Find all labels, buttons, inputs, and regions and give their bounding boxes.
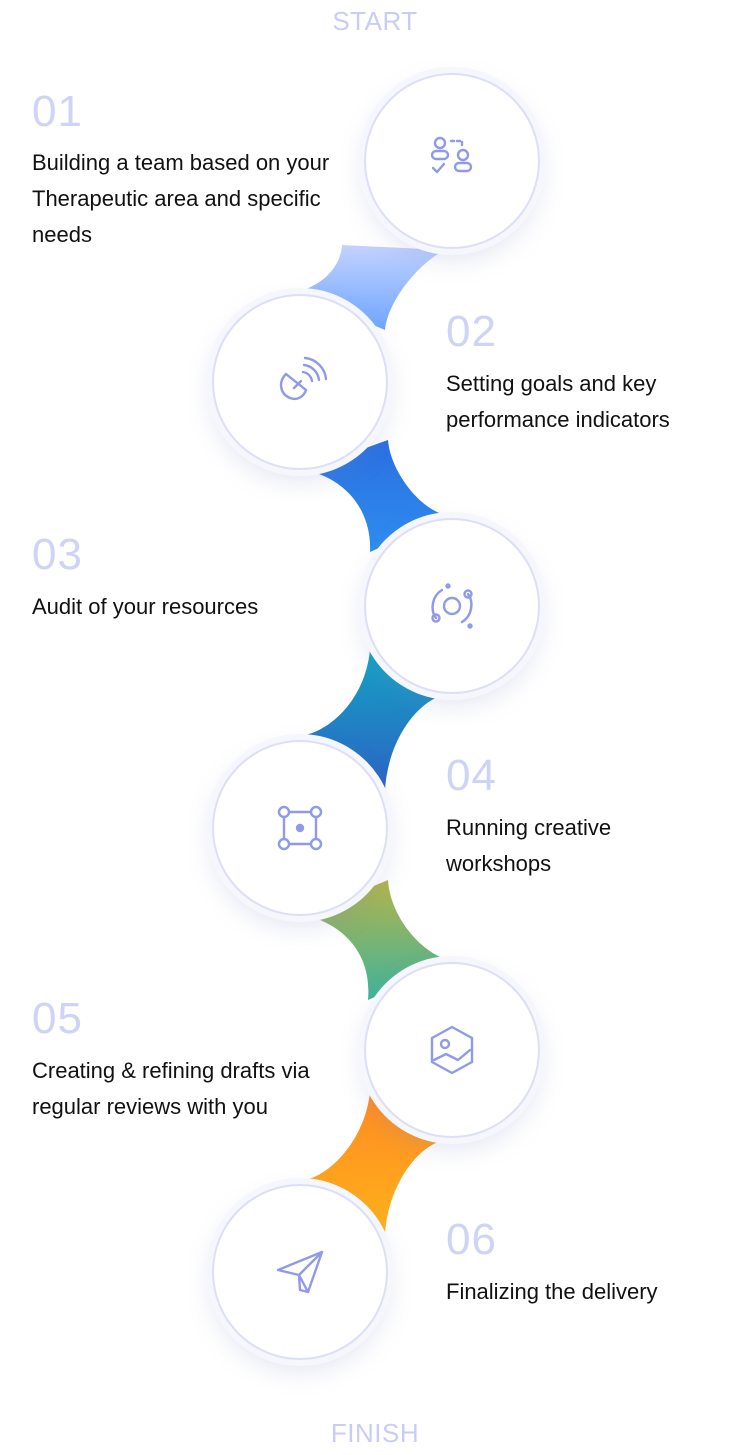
connector-1-2 [295, 245, 445, 330]
connector-2-3 [305, 440, 450, 552]
step-4-circle [212, 740, 388, 916]
step-5-text: Creating & refining drafts via regular r… [32, 1058, 310, 1119]
step-1-text: Building a team based on your Therapeuti… [32, 150, 330, 247]
step-2-circle [212, 294, 388, 470]
start-label: START [332, 6, 418, 36]
step-1-circle [364, 73, 540, 249]
step-3-number: 03 [32, 530, 83, 579]
step-2-text: Setting goals and key performance indica… [446, 371, 670, 432]
team-icon [430, 136, 473, 174]
step-4-text: Running creative workshops [446, 815, 612, 876]
step-2-number: 02 [446, 307, 497, 356]
step-6-text: Finalizing the delivery [446, 1279, 658, 1304]
step-6-circle [212, 1184, 388, 1360]
satellite-dish-icon [279, 356, 328, 401]
step-5-circle [364, 962, 540, 1138]
step-4-number: 04 [446, 751, 497, 800]
finish-label: FINISH [330, 1418, 420, 1448]
step-3-circle [364, 518, 540, 694]
step-3-text: Audit of your resources [32, 594, 259, 619]
step-5-number: 05 [32, 994, 83, 1043]
workshop-frame-icon [277, 805, 323, 851]
step-6-number: 06 [446, 1215, 497, 1264]
paper-plane-icon [276, 1250, 324, 1294]
orbit-icon [431, 583, 473, 629]
step-1-number: 01 [32, 87, 83, 136]
image-icon [430, 1025, 474, 1075]
